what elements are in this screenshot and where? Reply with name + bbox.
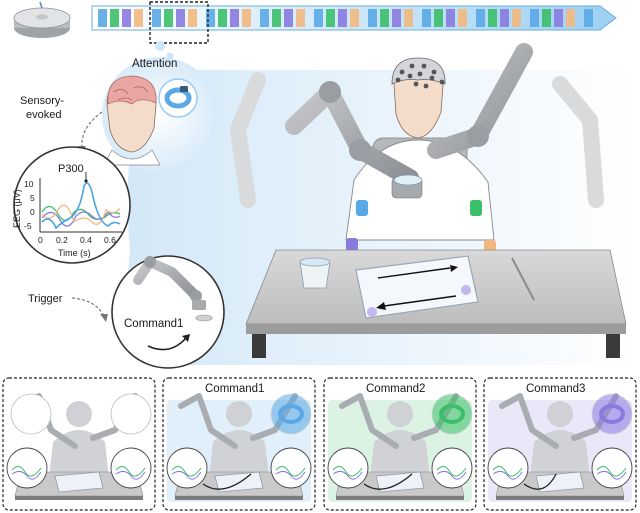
command-panel-2: Command2 [323, 377, 477, 511]
eeg-y-tick-0: 0 [30, 207, 35, 217]
stimulus-cell [500, 9, 509, 27]
eeg-y-tick-10: 10 [24, 179, 34, 189]
stimulus-cell [134, 9, 143, 27]
eeg-electrode [423, 83, 429, 89]
stimulus-cell [380, 9, 389, 27]
sensory-evoked-arrow [81, 111, 103, 149]
stimulus-cell [176, 9, 185, 27]
stimulus-cell [350, 9, 359, 27]
eeg-electrode [429, 75, 435, 81]
eeg-electrode [395, 77, 401, 83]
attention-label: Attention [132, 58, 177, 70]
eeg-x-tick-0.4: 0.4 [80, 235, 92, 245]
stimulus-cell [584, 9, 593, 27]
command-panel-title-2: Command2 [366, 383, 425, 395]
stimulus-cell [152, 9, 161, 27]
stimulus-cell [566, 9, 575, 27]
stimulus-cell [554, 9, 563, 27]
command-motion-arrow [147, 337, 187, 351]
stimulus-cell [230, 9, 239, 27]
eeg-trace-blue-p300 [41, 182, 121, 230]
stimulus-cell [422, 9, 431, 27]
command-panel-title-3: Command3 [526, 383, 585, 395]
stimulus-sequence-arrow [91, 5, 617, 31]
p300-label: P300 [58, 163, 84, 175]
eeg-electrode [417, 71, 423, 77]
eeg-x-tick-0.2: 0.2 [56, 235, 68, 245]
stimulus-cell [284, 9, 293, 27]
stimulus-cell [458, 9, 467, 27]
eeg-y-tick-minus5: -5 [24, 221, 32, 231]
trigger-label: Trigger [28, 293, 63, 305]
stimulus-cell [542, 9, 551, 27]
command-panel-title-1: Command1 [205, 383, 264, 395]
eeg-plot: 10 5 0 -5 0 0.2 0.4 0.6 Time (s) EEG (μV… [12, 163, 122, 258]
stimulus-cell [338, 9, 347, 27]
stimulus-cell [206, 9, 215, 27]
eeg-electrode [399, 69, 405, 75]
stimulus-cell [392, 9, 401, 27]
stimulator-device-icon [13, 1, 71, 38]
stimulus-cell [434, 9, 443, 27]
stimulus-cell [260, 9, 269, 27]
eeg-trace-purple [41, 210, 121, 227]
stimulus-cell [446, 9, 455, 27]
stimulus-cell [164, 9, 173, 27]
stimulus-cell [272, 9, 281, 27]
sensory-evoked-label-line1: Sensory- [20, 95, 64, 107]
command-panel-3: Command3 [483, 377, 637, 511]
stimulus-cell [296, 9, 305, 27]
wristband-bubble [158, 78, 198, 118]
eeg-electrode [421, 63, 427, 69]
eeg-electrode [431, 69, 437, 75]
eeg-y-tick-5: 5 [30, 193, 35, 203]
eeg-x-tick-0: 0 [38, 235, 43, 245]
stimulus-cell [110, 9, 119, 27]
eeg-electrode [407, 73, 413, 79]
trigger-arrow [71, 297, 105, 317]
command-panel-1: Command1 [162, 377, 316, 511]
eeg-electrode [413, 81, 419, 87]
stimulus-cell [188, 9, 197, 27]
eeg-x-axis-label: Time (s) [58, 248, 91, 258]
stimulus-cell [476, 9, 485, 27]
attention-bubble-small-2 [166, 52, 174, 60]
command1-label: Command1 [124, 318, 183, 330]
eeg-plot-bubble [13, 146, 131, 264]
main-scene [230, 43, 627, 358]
stimulus-cell [314, 9, 323, 27]
bottom-panels: Command1 Command2 Command3 [2, 377, 637, 511]
stimulus-cell [488, 9, 497, 27]
stimulus-cell [512, 9, 521, 27]
stimulus-cell [242, 9, 251, 27]
stimulus-cell [404, 9, 413, 27]
attention-bubble-small-1 [155, 41, 165, 51]
eeg-electrode [409, 63, 415, 69]
command-panel-0 [2, 377, 156, 511]
eeg-x-tick-0.6: 0.6 [104, 235, 116, 245]
eeg-trace-orange [41, 204, 121, 225]
command-robot-arm-icon [133, 256, 213, 322]
stimulus-cell [122, 9, 131, 27]
sensory-evoked-label-line2: evoked [26, 109, 61, 121]
user-head-with-brain-icon [103, 75, 161, 166]
stimulus-cell [218, 9, 227, 27]
stimulus-cell [368, 9, 377, 27]
stimulus-cell [98, 9, 107, 27]
eeg-y-axis-label: EEG (μV) [12, 189, 22, 228]
stimulus-cell [530, 9, 539, 27]
stimulus-cells [98, 9, 593, 27]
stimulus-cell [326, 9, 335, 27]
selected-stimulus-box [149, 1, 209, 44]
eeg-electrode [439, 79, 445, 85]
